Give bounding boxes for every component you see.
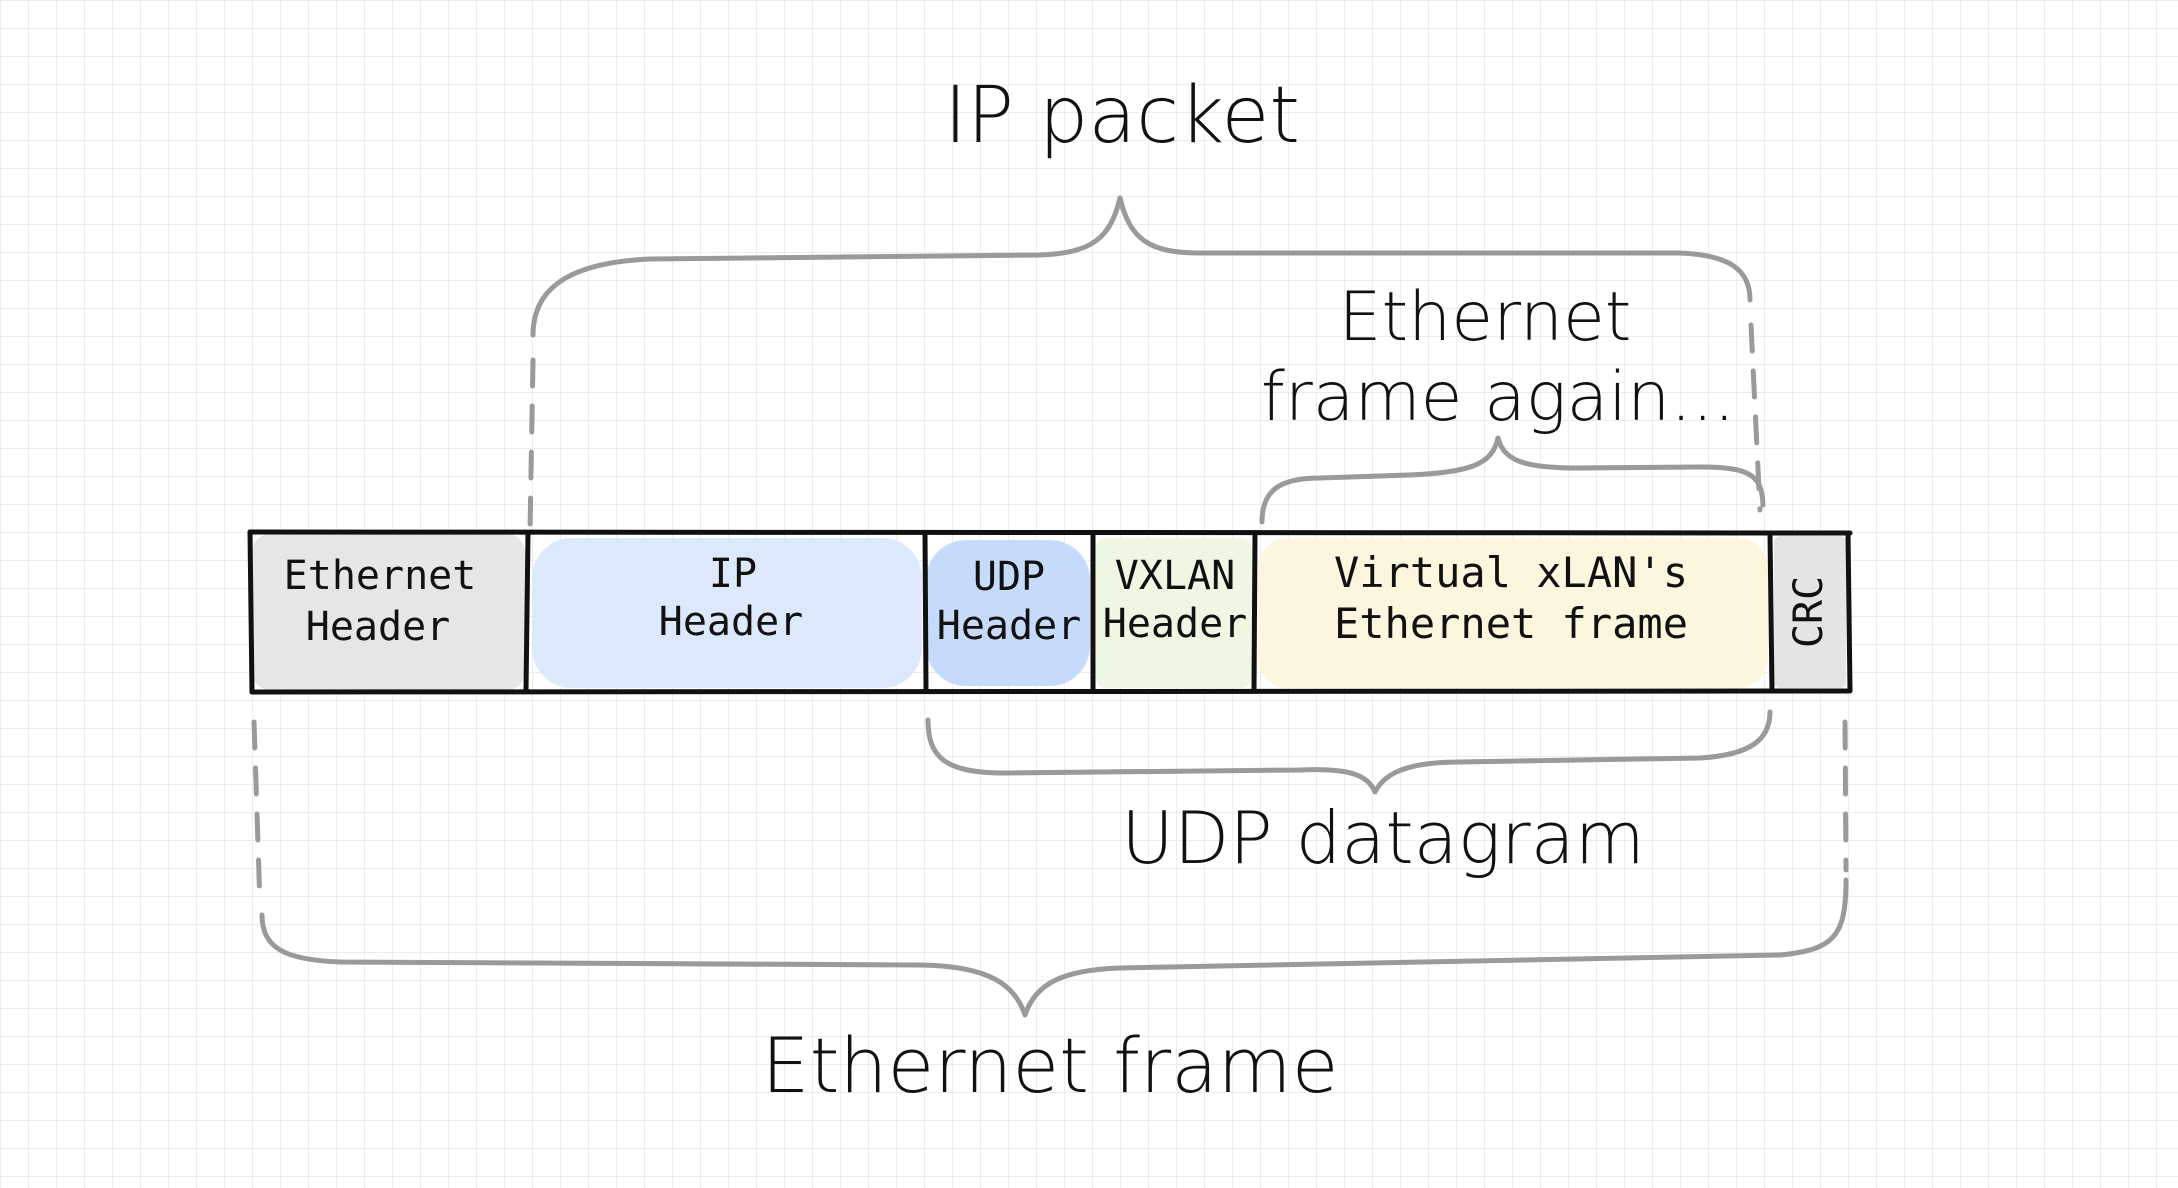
divider-ethernet-ip bbox=[523, 531, 531, 694]
udp-datagram-label: UDP datagram bbox=[1121, 796, 1645, 880]
ethernet-header-fill bbox=[252, 534, 525, 690]
ethernet-frame-brace-curve bbox=[259, 877, 1849, 1018]
ethernet-frame-label: Ethernet frame bbox=[762, 1021, 1339, 1110]
ethernet-frame-right-dash bbox=[1842, 719, 1849, 873]
ip-packet-brace bbox=[527, 195, 1763, 533]
region-labels: IP packet Ethernet frame again... UDP da… bbox=[762, 71, 1736, 1110]
vxlan-header-label: VXLAN bbox=[1115, 553, 1235, 599]
frame-outline bbox=[247, 529, 1853, 695]
ethernet-frame-again-label-line2: frame again... bbox=[1261, 358, 1735, 437]
ip-packet-left-dash bbox=[527, 357, 536, 533]
frame-top-border bbox=[247, 529, 1853, 536]
ip-header-fill bbox=[532, 538, 922, 688]
virtual-frame-label: Virtual xLAN's bbox=[1334, 548, 1688, 597]
crc-label: CRC bbox=[1786, 576, 1832, 648]
ethernet-header-label-line2: Header bbox=[306, 604, 451, 650]
vxlan-header-fill bbox=[1096, 538, 1252, 688]
udp-datagram-brace bbox=[925, 709, 1773, 795]
ethernet-frame-again-brace-curve bbox=[1259, 435, 1766, 525]
udp-header-label-line2: Header bbox=[937, 603, 1082, 649]
ip-header-label-line2: Header bbox=[659, 599, 804, 645]
virtual-frame-label-line2: Ethernet frame bbox=[1334, 599, 1688, 648]
ethernet-frame-again-brace bbox=[1259, 435, 1766, 525]
ethernet-header-label: Ethernet bbox=[284, 553, 477, 599]
ethernet-frame-again-label: Ethernet bbox=[1339, 278, 1632, 357]
vxlan-header-label-line2: Header bbox=[1103, 601, 1248, 647]
frame-bottom-border bbox=[249, 688, 1851, 695]
divider-ip-udp bbox=[922, 530, 929, 693]
udp-header-label: UDP bbox=[973, 554, 1045, 600]
segment-fills bbox=[252, 534, 1846, 690]
crc-fill bbox=[1774, 536, 1846, 688]
ethernet-frame-brace bbox=[251, 719, 1849, 1018]
ip-header-label: IP bbox=[709, 551, 757, 597]
ip-packet-brace-curve bbox=[530, 195, 1753, 338]
frame-right-border bbox=[1845, 530, 1853, 694]
ethernet-frame-left-dash bbox=[251, 719, 263, 908]
divider-virtual-crc bbox=[1767, 531, 1775, 694]
divider-vxlan-virtual bbox=[1251, 530, 1258, 694]
segment-labels: Ethernet Header IP Header UDP Header VXL… bbox=[284, 548, 1832, 650]
virtual-frame-fill bbox=[1258, 538, 1768, 688]
frame-left-border bbox=[247, 529, 255, 695]
ip-packet-right-dash bbox=[1748, 322, 1763, 513]
udp-header-fill bbox=[926, 540, 1090, 686]
ip-packet-label: IP packet bbox=[944, 71, 1300, 161]
udp-datagram-brace-curve bbox=[925, 709, 1773, 795]
